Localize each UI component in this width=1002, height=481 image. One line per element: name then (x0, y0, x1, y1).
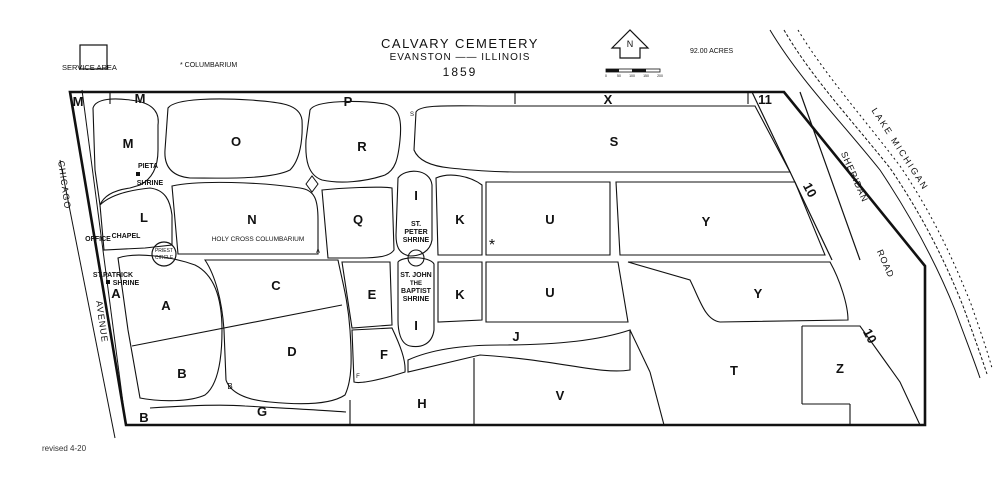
scale-bar (605, 68, 661, 73)
section-l: L (140, 210, 148, 225)
section-10-lower: 10 (860, 326, 880, 346)
pieta-shrine-label: SHRINE (137, 180, 164, 187)
map-subtitle: EVANSTON —— ILLINOIS (389, 52, 531, 63)
priest-circle-circle: CIRCLE (155, 255, 174, 261)
section-i-upper: I (414, 188, 418, 203)
st-patrick-shrine-marker (106, 280, 110, 284)
north-arrow (610, 29, 650, 59)
crossroad-diamond (305, 175, 319, 193)
st-john-baptist: BAPTIST (401, 288, 432, 295)
st-john-label: ST. JOHN (400, 272, 432, 279)
section-outlines (92, 92, 921, 426)
section-q: Q (353, 212, 363, 227)
section-v: V (556, 388, 565, 403)
st-peter-shrine-label: SHRINE (403, 237, 430, 244)
section-n: N (247, 212, 256, 227)
scale-tick: 150 (643, 74, 649, 78)
lake-shoreline (769, 29, 993, 379)
section-g: G (257, 404, 267, 419)
priest-circle (151, 241, 177, 267)
section-i-lower: I (414, 318, 418, 333)
section-c: C (271, 278, 281, 293)
section-11: 11 (758, 92, 772, 107)
section-m: M (123, 136, 134, 151)
section-a-edge: A (111, 286, 121, 301)
section-x: X (604, 92, 613, 107)
pieta-label: PIETA (138, 163, 158, 170)
chapel-label: CHAPEL (112, 233, 142, 240)
section-10-upper: 10 (800, 180, 820, 200)
section-m-top: M (135, 91, 146, 106)
section-a: A (161, 298, 171, 313)
columbarium-legend: * COLUMBARIUM (180, 62, 238, 69)
priest-circle-label: PRIEST (155, 248, 173, 254)
section-e: E (368, 287, 377, 302)
scale-tick: 50 (617, 74, 621, 78)
map-title: CALVARY CEMETERY (381, 36, 539, 51)
acreage: 92.00 ACRES (690, 48, 734, 55)
service-area-box (79, 44, 108, 70)
section-o: O (231, 134, 241, 149)
section-s: S (610, 134, 619, 149)
st-patrick-label: ST.PATRICK (93, 272, 133, 279)
st-peter-st: ST. (411, 221, 421, 228)
section-f: F (380, 347, 388, 362)
st-patrick-shrine-label: SHRINE (113, 280, 140, 287)
section-a-small: A (316, 249, 320, 255)
section-j: J (512, 329, 519, 344)
chicago-avenue (59, 89, 127, 439)
columbarium-marker: * (489, 237, 495, 254)
pieta-shrine-marker (136, 172, 140, 176)
sheridan-road (751, 91, 861, 261)
north-label: N (627, 39, 634, 49)
section-p: P (344, 94, 353, 109)
section-k-upper: K (455, 212, 465, 227)
st-peter-circle (407, 249, 425, 267)
section-b: B (177, 366, 186, 381)
section-u-upper: U (545, 212, 554, 227)
section-r: R (357, 139, 367, 154)
section-f-small: F (356, 374, 360, 380)
revision-note: revised 4-20 (42, 444, 87, 453)
cemetery-boundary (68, 90, 927, 427)
scale-tick: 100 (629, 74, 635, 78)
scale-tick: 200 (657, 74, 663, 78)
section-y-upper: Y (702, 214, 711, 229)
section-m-edge: M (73, 94, 84, 109)
st-john-the: THE (410, 281, 422, 287)
section-t: T (730, 363, 738, 378)
st-john-shrine-label: SHRINE (403, 296, 430, 303)
section-y-lower: Y (754, 286, 763, 301)
section-d: D (287, 344, 296, 359)
section-u-lower: U (545, 285, 554, 300)
section-z: Z (836, 361, 844, 376)
service-area-label: SERVICE AREA (62, 63, 117, 72)
scale-tick: 0 (605, 74, 607, 78)
st-peter-label: PETER (404, 229, 427, 236)
section-k-lower: K (455, 287, 465, 302)
section-s-small: S (410, 112, 414, 118)
section-h: H (417, 396, 426, 411)
holy-cross-columbarium-label: HOLY CROSS COLUMBARIUM (212, 236, 305, 243)
section-b-edge: B (139, 410, 148, 425)
office-label: OFFICE (85, 236, 111, 243)
section-b-small: B (227, 382, 232, 391)
map-year: 1859 (442, 65, 478, 79)
